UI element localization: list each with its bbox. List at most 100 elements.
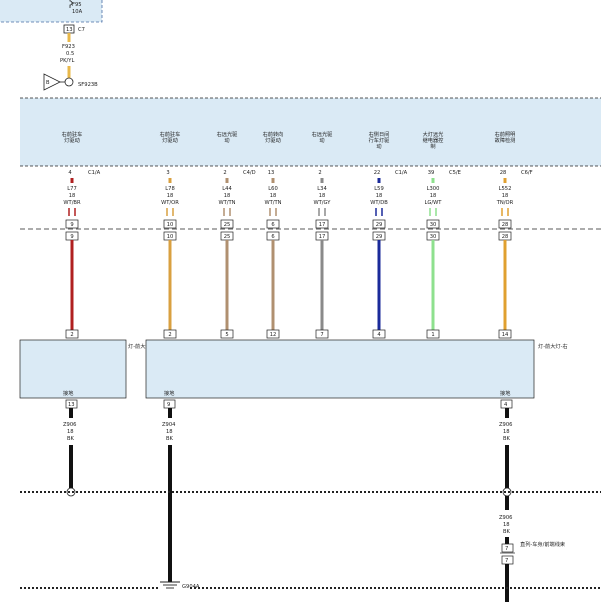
lamp-pin-box xyxy=(65,329,79,339)
wire-code: L60 xyxy=(268,186,278,192)
wire-color: LG/WT xyxy=(425,200,443,206)
module-channel-label: 右前驻车 xyxy=(160,130,181,138)
module-channel-label: 动 xyxy=(319,137,324,144)
lamp-pin-box xyxy=(220,329,234,339)
module-connector: C6/F xyxy=(521,170,533,176)
ground-right-color: BK xyxy=(503,436,511,442)
inline-pin: 29 xyxy=(376,222,383,228)
inline-pin-box xyxy=(266,219,280,229)
ground-mid-gauge: 18 xyxy=(166,429,173,435)
wire-code: L44 xyxy=(222,186,232,192)
module-channel-label: 灯驱动 xyxy=(265,136,281,144)
module-pin: 13 xyxy=(268,170,275,176)
module-pin: 4 xyxy=(68,170,72,176)
inline-pin: 28 xyxy=(502,222,509,228)
module-pin: 22 xyxy=(374,170,381,176)
ground-mid-color: BK xyxy=(166,436,174,442)
wire-f923-gauge: 0.5 xyxy=(66,51,74,57)
lamp-pin: 4 xyxy=(377,332,381,338)
wire-gauge: 18 xyxy=(270,193,277,199)
fuse-rating: 10A xyxy=(72,9,83,15)
mid-ground-pin: 9 xyxy=(167,402,170,408)
right-lamp-box xyxy=(145,339,535,399)
fuse-pin: 13 xyxy=(66,27,73,33)
lamp-pin: 5 xyxy=(225,332,228,338)
inline-pin-box xyxy=(163,219,177,229)
module-pin: 28 xyxy=(500,170,507,176)
lamp-pin-box xyxy=(498,329,512,339)
wire-gauge: 18 xyxy=(376,193,383,199)
inline-pin: 29 xyxy=(376,234,383,240)
wire-color: WT/OR xyxy=(161,200,179,206)
splice-label: SF923B xyxy=(78,82,98,88)
module-channel-label: 右远光驱 xyxy=(217,130,238,138)
fuse-symbol xyxy=(69,0,73,8)
module-pin: 39 xyxy=(428,170,435,176)
wire-color: WT/GY xyxy=(314,200,332,206)
splice-letter: B xyxy=(46,80,50,86)
inline-pin-box xyxy=(498,219,512,229)
lamp-pin: 1 xyxy=(431,332,434,338)
module-connector: C4/D xyxy=(243,170,256,176)
splice-arrow xyxy=(43,73,61,91)
left-lamp-title: 灯-前大灯-左 xyxy=(128,342,158,350)
left-lamp-box xyxy=(19,339,127,399)
module-channel-label: 右前驻车 xyxy=(62,130,83,138)
wire-code: L78 xyxy=(165,186,175,192)
ground-splice-left xyxy=(66,487,76,497)
fuse-label: F95 xyxy=(72,2,82,8)
ground-left-gauge: 18 xyxy=(67,429,74,435)
wire-color: WT/BR xyxy=(63,200,81,206)
inline-pin: 25 xyxy=(224,222,231,228)
wire-gauge: 18 xyxy=(430,193,437,199)
ground-right-wire: Z906 xyxy=(499,422,512,428)
ground-right2-color: BK xyxy=(503,529,511,535)
inline-pin: 9 xyxy=(70,234,73,240)
module-channel-label: 继电器控 xyxy=(423,136,444,144)
lamp-pin-box xyxy=(372,329,386,339)
ground-right-pin-bottom: 7 xyxy=(505,558,508,564)
lamp-pin: 12 xyxy=(270,332,277,338)
inline-pin-box xyxy=(315,219,329,229)
inline-pin: 17 xyxy=(319,222,326,228)
wire-code: L552 xyxy=(499,186,512,192)
lamp-pin: 7 xyxy=(320,332,323,338)
module-channel-label: 右远光驱 xyxy=(312,130,333,138)
lamp-pin: 2 xyxy=(168,332,171,338)
module-channel-label: 动 xyxy=(376,143,381,150)
inline-pin-box xyxy=(220,219,234,229)
ground-mid-wire: Z904 xyxy=(162,422,176,428)
wire-gauge: 18 xyxy=(224,193,231,199)
inline-pin: 10 xyxy=(167,234,174,240)
inline-pin: 28 xyxy=(502,234,509,240)
module-pin: 2 xyxy=(318,170,321,176)
module-channel-label: 右前照明 xyxy=(495,130,516,138)
wire-gauge: 18 xyxy=(319,193,326,199)
module-channel-label: 右侧日间 xyxy=(369,130,390,138)
fuse-block: F95 10A xyxy=(0,0,103,23)
module-box xyxy=(20,98,601,166)
wire-gauge: 18 xyxy=(167,193,174,199)
module-connector: C1/A xyxy=(88,170,101,176)
fuse-connector: C7 xyxy=(78,27,85,33)
inline-pin: 10 xyxy=(167,222,174,228)
module-channel-label: 右前转向 xyxy=(263,130,284,138)
ground-right-gauge: 18 xyxy=(503,429,510,435)
right-ground-label: 接地 xyxy=(500,389,510,397)
lamp-pin-box xyxy=(163,329,177,339)
wire-f923-color: PK/YL xyxy=(60,58,74,64)
splice-point xyxy=(64,77,74,87)
module-channel-label: 动 xyxy=(224,137,229,144)
inline-pin: 6 xyxy=(271,222,274,228)
wire-code: L59 xyxy=(374,186,384,192)
ground-right-conn-label: 直列-车身/前端线束 xyxy=(520,540,565,548)
wire-code: L77 xyxy=(67,186,77,192)
wire-f923-code: F923 xyxy=(62,44,75,50)
module-channel-label: 故障检测 xyxy=(495,136,516,144)
wire-gauge: 18 xyxy=(69,193,76,199)
inline-pin: 9 xyxy=(70,222,73,228)
module-channel-label: 灯驱动 xyxy=(64,136,80,144)
lamp-pin-box xyxy=(426,329,440,339)
inline-pin-box xyxy=(65,219,79,229)
